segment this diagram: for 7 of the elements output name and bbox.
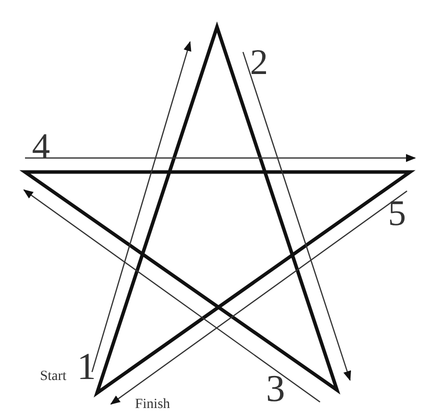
step-label: Finish [135,398,170,412]
step-number: 1 [77,348,96,386]
step-label: Start [40,370,66,384]
step-number: 4 [32,128,50,164]
step-number: 3 [266,370,285,408]
step-number: 5 [388,195,406,231]
step-number: 2 [250,44,268,80]
